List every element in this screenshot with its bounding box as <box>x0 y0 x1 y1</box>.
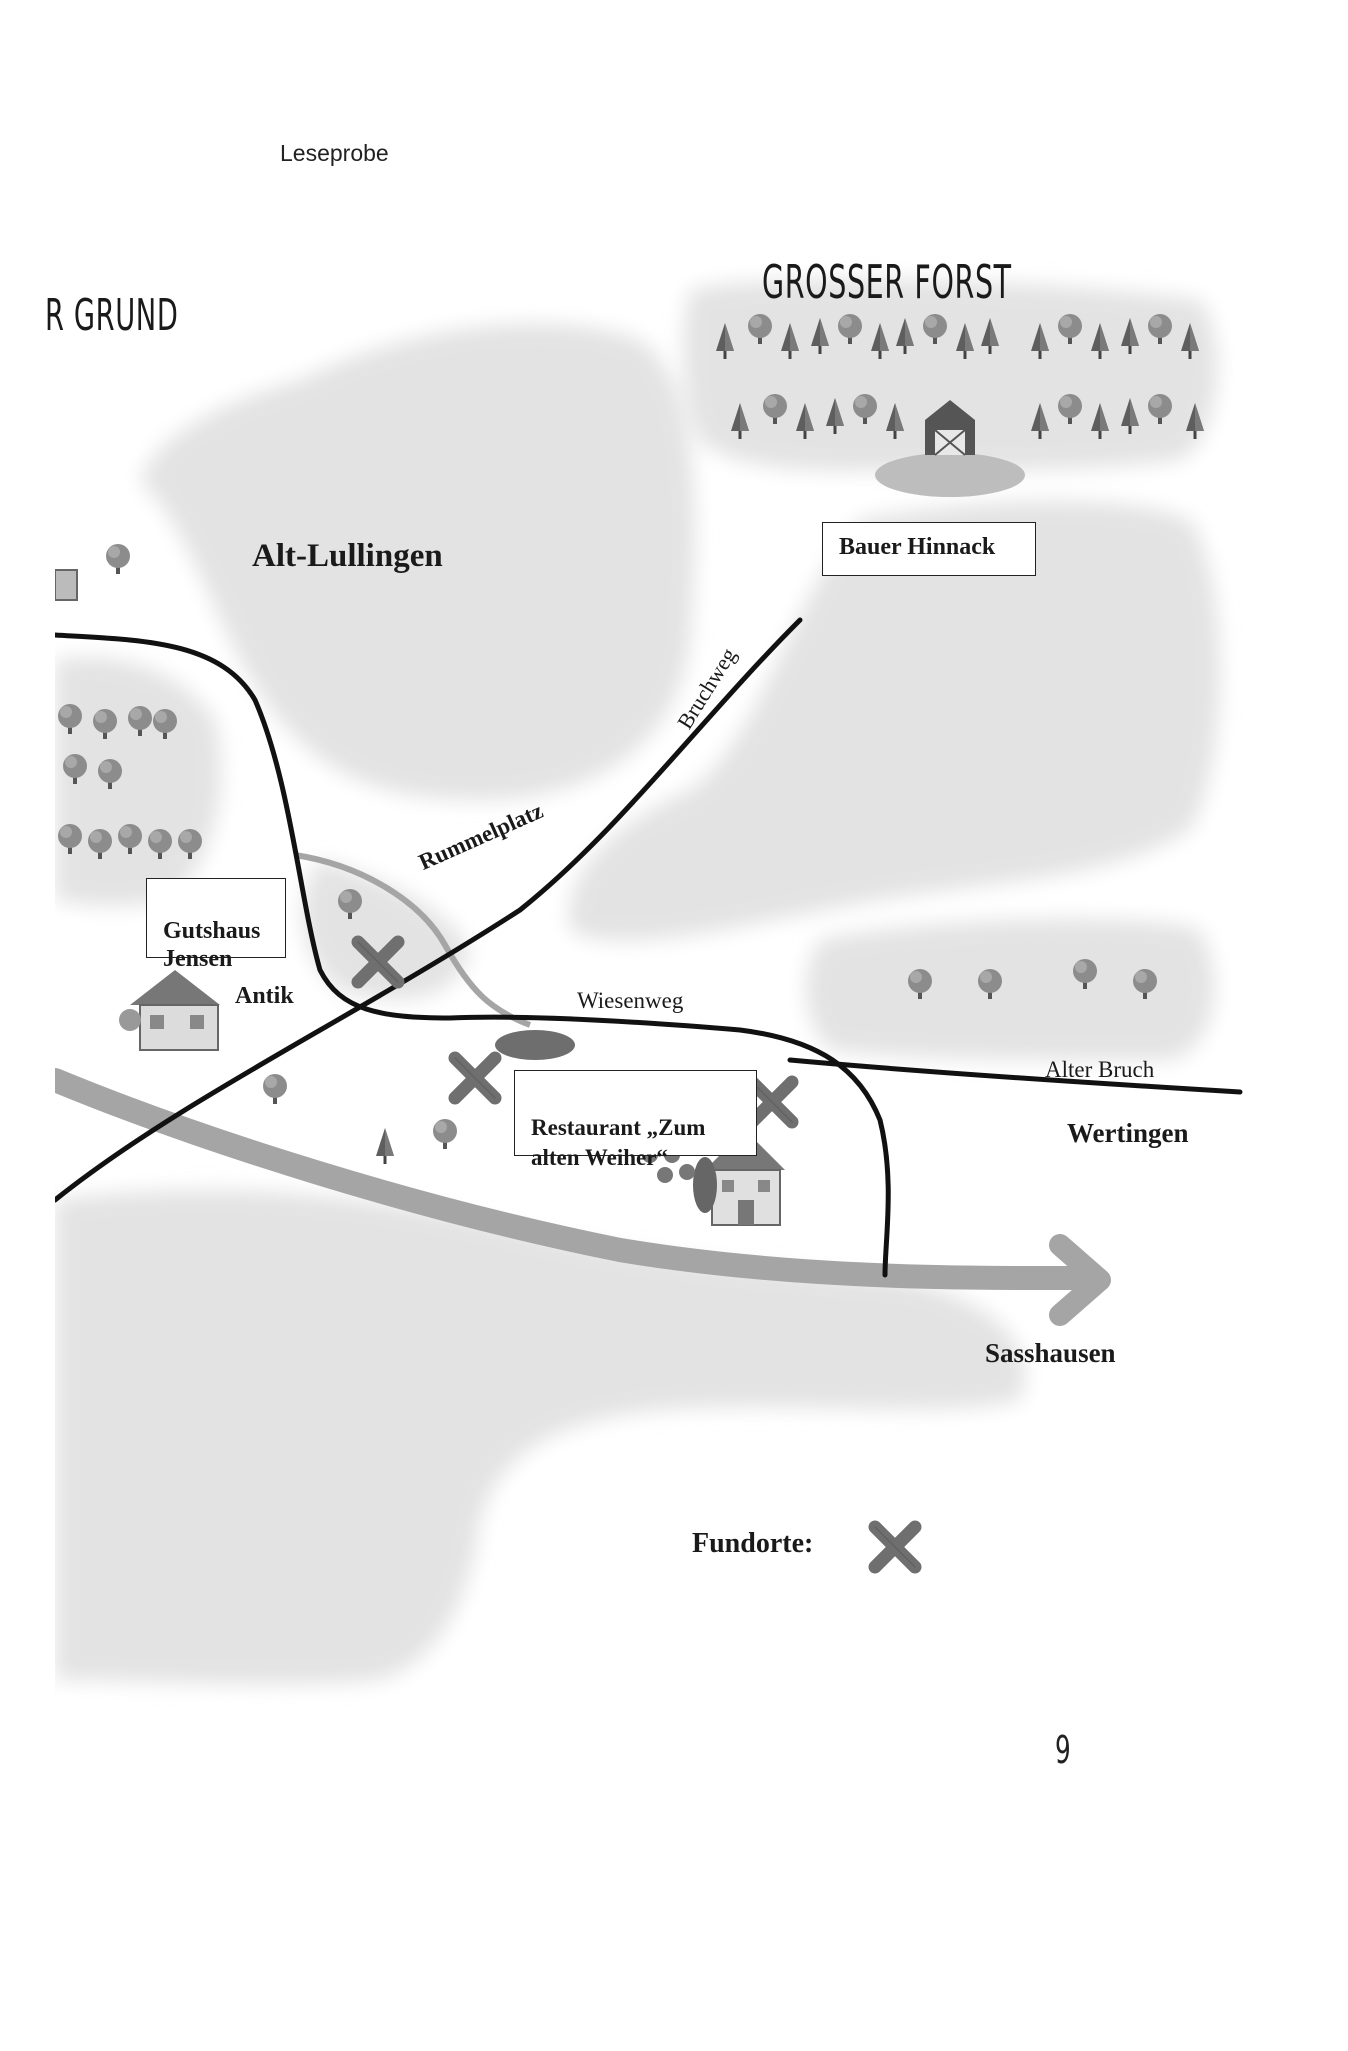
place-box-restaurant: Restaurant „Zum alten Weiher“ <box>514 1070 757 1170</box>
place-restaurant: Restaurant „Zum alten Weiher“ <box>531 1115 706 1170</box>
barn-icon <box>875 400 1025 497</box>
place-wertingen: Wertingen <box>1067 1118 1189 1148</box>
cross-marker-icon <box>875 1527 915 1567</box>
area-label-forest: GROSSER FORST <box>762 255 1012 309</box>
grey-regions <box>55 279 1220 1685</box>
place-box-gutshaus: Gutshaus Jensen <box>146 878 286 972</box>
place-sasshausen: Sasshausen <box>985 1338 1116 1368</box>
main-path-arrow <box>55 1068 1111 1326</box>
pond <box>495 1030 575 1060</box>
road-west-loop <box>55 632 891 1278</box>
road-label-alter-bruch: Alter Bruch <box>1045 1057 1155 1082</box>
legend-label: Fundorte: <box>692 1528 814 1559</box>
page-number: 9 <box>1055 1728 1071 1772</box>
road-alter-bruch <box>787 1057 1243 1095</box>
place-gutshaus-jensen: Gutshaus Jensen <box>163 918 261 972</box>
place-bauer-hinnack: Bauer Hinnack <box>839 534 996 560</box>
cross-marker-icon <box>455 1058 495 1098</box>
left-edge-house-icon <box>55 569 78 601</box>
place-box-bauer-hinnack: Bauer Hinnack <box>822 522 1036 576</box>
roads <box>55 617 1243 1278</box>
area-label-left: R GRUND <box>45 290 179 341</box>
place-antik: Antik <box>235 983 294 1009</box>
cross-marker-icon <box>752 1082 792 1122</box>
header-label: Leseprobe <box>280 140 389 166</box>
place-alt-lullingen: Alt-Lullingen <box>252 538 443 574</box>
gutshaus-house-icon <box>119 970 220 1051</box>
rummel-path <box>294 852 532 1028</box>
road-label-wiesenweg: Wiesenweg <box>577 988 684 1013</box>
road-bruchweg <box>55 617 803 1203</box>
